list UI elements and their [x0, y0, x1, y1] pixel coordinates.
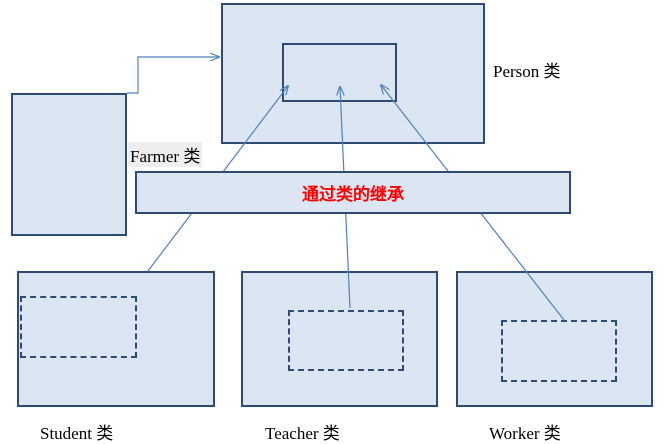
- farmer-class-box: [11, 93, 127, 236]
- student-class-label: Student 类: [40, 424, 114, 443]
- inheritance-banner-text: 通过类的继承: [302, 185, 404, 205]
- teacher-class-box: [241, 271, 438, 407]
- student-class-box: [17, 271, 215, 407]
- worker-class-label: Worker 类: [489, 424, 561, 443]
- inheritance-banner: 通过类的继承: [135, 171, 571, 214]
- person-class-label: Person 类: [493, 62, 561, 81]
- person-shared-attributes: [282, 43, 397, 102]
- farmer-class-label: Farmer 类: [128, 142, 203, 167]
- worker-inherited-attributes: [501, 320, 617, 382]
- teacher-inherited-attributes: [288, 310, 404, 371]
- farmer-to-person-connector: [127, 57, 219, 94]
- teacher-class-label: Teacher 类: [265, 424, 340, 443]
- person-class-box: [221, 3, 485, 144]
- worker-class-box: [456, 271, 653, 407]
- student-inherited-attributes: [20, 296, 137, 358]
